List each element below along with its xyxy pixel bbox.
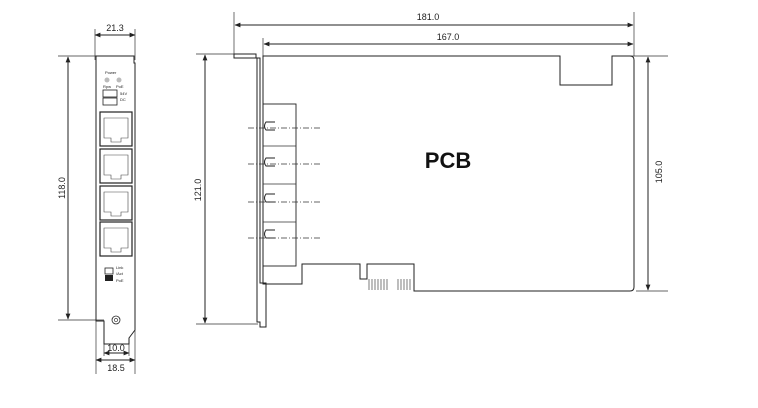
- voltage-label-top: 54V: [120, 91, 127, 96]
- dim-overall-height: 121.0: [193, 179, 203, 202]
- dim-pcb-height: 105.0: [654, 161, 664, 184]
- bracket-side-profile: [233, 53, 267, 328]
- port-profile: [248, 229, 320, 239]
- power-label: Power: [105, 70, 117, 75]
- led-label-right: PoE: [116, 84, 124, 89]
- rj45-port: [99, 148, 133, 184]
- rj45-port: [99, 185, 133, 221]
- pcie-gold-fingers: [368, 279, 411, 290]
- voltage-label-bottom: DC: [120, 97, 126, 102]
- screw-hole-icon: [111, 315, 121, 325]
- port-profile: [248, 157, 320, 167]
- pcb-label: PCB: [425, 148, 471, 173]
- rj45-port: [99, 221, 133, 257]
- dim-bottom-width: 18.5: [107, 363, 125, 373]
- dc-jack-icon: [102, 89, 118, 98]
- dim-overall-length: 181.0: [417, 12, 440, 22]
- pcb-outline: [262, 55, 635, 292]
- status-led-icon: [104, 267, 114, 275]
- card-side-view: 181.0 167.0 121.0 105.0: [193, 12, 668, 328]
- led-label-left: Rpw: [103, 84, 111, 89]
- rj45-connector-block: [262, 103, 297, 267]
- bracket-front-view: 21.3 118.0 Power Rpw PoE 54V DC: [57, 23, 136, 374]
- port-profile: [248, 193, 320, 203]
- dim-pcb-length: 167.0: [437, 32, 460, 42]
- screw-hole-icon: [114, 318, 118, 322]
- dim-tab-width: 10.0: [107, 343, 125, 353]
- led-icon: [116, 77, 122, 83]
- status-label-act: /Act: [116, 271, 124, 276]
- dim-bracket-width-top: 21.3: [106, 23, 124, 33]
- dc-jack-icon: [102, 97, 118, 106]
- led-icon: [104, 77, 110, 83]
- dim-bracket-height: 118.0: [57, 177, 67, 199]
- rj45-port: [99, 111, 133, 147]
- status-label-poe: PoE: [116, 278, 124, 283]
- status-label-link: Link: [116, 265, 123, 270]
- status-led-icon: [105, 275, 113, 281]
- port-profile: [248, 121, 320, 131]
- bracket-outline: [95, 55, 136, 345]
